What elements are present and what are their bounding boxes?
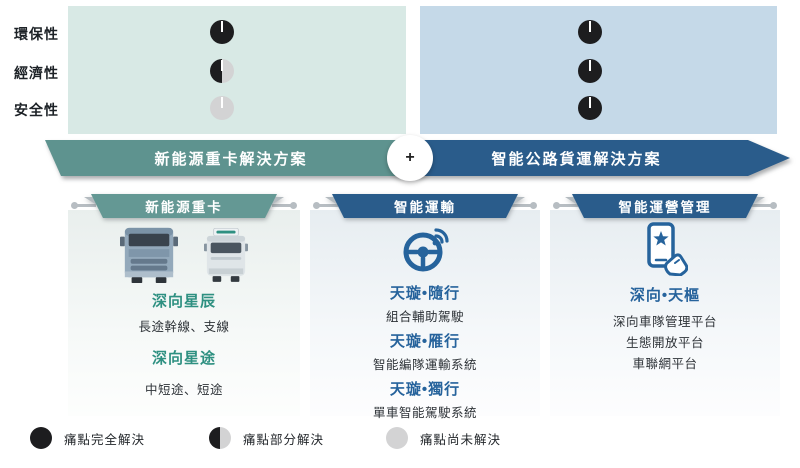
legend-item-partially-solved: 痛點部分解決 xyxy=(209,427,324,449)
connected-steering-wheel-icon xyxy=(403,228,449,272)
product-name: 深向星途 xyxy=(151,350,216,367)
legend-label: 痛點尚未解決 xyxy=(420,432,502,447)
light-truck-icon xyxy=(204,228,248,282)
pie-right-environment-icon xyxy=(578,20,602,44)
column-header: 智能運輸 xyxy=(332,194,518,218)
pie-left-environment-icon xyxy=(210,20,234,44)
platform-line: 生態開放平台 xyxy=(625,336,704,350)
column-header-label: 新能源重卡 xyxy=(91,194,277,218)
connector-line xyxy=(512,204,534,207)
connector-line xyxy=(74,204,96,207)
criteria-label-safety: 安全性 xyxy=(14,102,59,118)
smart-freight-solution-banner: 智能公路貨運解決方案 xyxy=(405,140,790,176)
phone-star-hand-icon xyxy=(647,222,688,276)
new-energy-solution-label: 新能源重卡解決方案 xyxy=(154,150,308,168)
legend-label: 痛點完全解決 xyxy=(64,432,146,447)
column-box xyxy=(68,210,300,416)
product-name: 深向星辰 xyxy=(151,293,216,310)
product-desc: 單車智能駕駛系統 xyxy=(372,406,477,420)
criteria-label-environment: 環保性 xyxy=(14,26,59,42)
column-header: 新能源重卡 xyxy=(91,194,277,218)
product-name: 天璇•獨行 xyxy=(389,381,461,398)
product-desc: 智能編隊運輸系統 xyxy=(372,358,477,372)
platform-line: 深向車隊管理平台 xyxy=(612,315,717,329)
pie-none-icon xyxy=(386,427,408,449)
product-desc: 中短途、短途 xyxy=(144,383,223,397)
connector-line xyxy=(316,204,338,207)
product-desc: 長途幹線、支線 xyxy=(138,320,230,334)
column-header: 智能運營管理 xyxy=(572,194,758,218)
product-name: 天璇•雁行 xyxy=(389,333,461,350)
column-header-label: 智能運輸 xyxy=(332,194,518,218)
product-name: 天璇•隨行 xyxy=(389,285,461,302)
column-box xyxy=(310,210,540,416)
legend-item-unsolved: 痛點尚未解決 xyxy=(386,427,501,449)
truck-images xyxy=(68,224,300,284)
column-header-label: 智能運營管理 xyxy=(572,194,758,218)
connector-line xyxy=(752,204,774,207)
pie-right-safety-icon xyxy=(578,96,602,120)
smart-freight-solution-label: 智能公路貨運解決方案 xyxy=(491,150,662,168)
pie-full-icon xyxy=(30,427,52,449)
criteria-label-economy: 經濟性 xyxy=(14,65,59,81)
plus-icon: + xyxy=(387,135,433,181)
connector-line xyxy=(272,204,294,207)
pie-left-safety-icon xyxy=(210,96,234,120)
new-energy-panel xyxy=(68,6,406,134)
connector-line xyxy=(556,204,578,207)
pie-left-economy-icon xyxy=(210,59,234,83)
pie-right-economy-icon xyxy=(578,59,602,83)
heavy-truck-icon xyxy=(120,227,178,284)
legend-label: 痛點部分解決 xyxy=(243,432,325,447)
product-name: 深向•天樞 xyxy=(629,287,701,304)
pie-half-icon xyxy=(209,427,231,449)
platform-line: 車聯網平台 xyxy=(632,357,698,371)
legend-item-solved: 痛點完全解決 xyxy=(30,427,145,449)
product-desc: 組合輔助駕駛 xyxy=(385,310,464,324)
new-energy-solution-banner: 新能源重卡解決方案 xyxy=(45,140,405,176)
